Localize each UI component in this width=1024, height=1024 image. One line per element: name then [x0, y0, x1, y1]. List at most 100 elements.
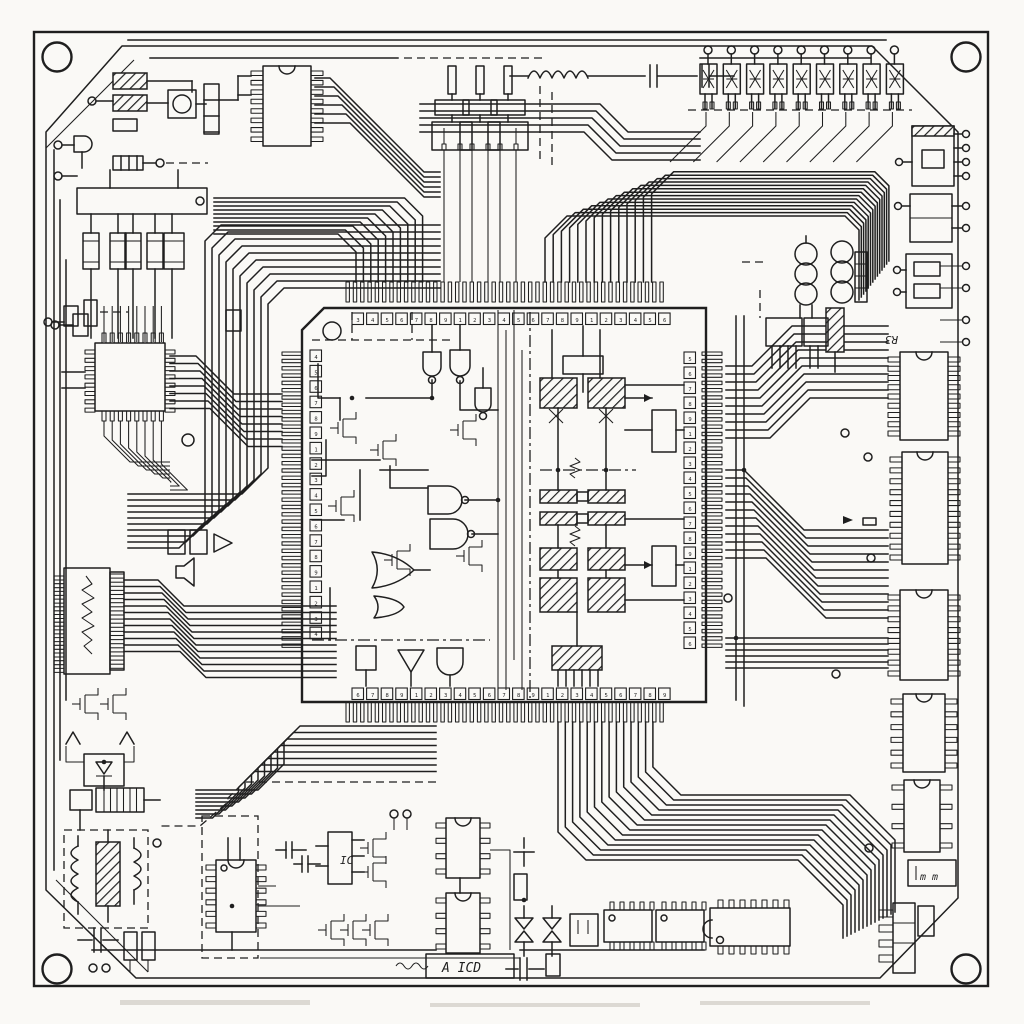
svg-text:6: 6: [619, 693, 622, 699]
bottom-dip-horizontal-1: [603, 901, 655, 951]
svg-text:4: 4: [314, 355, 318, 361]
svg-text:6: 6: [314, 524, 317, 530]
trace-bundle-left-channel: [53, 149, 67, 871]
svg-text:5: 5: [688, 492, 691, 498]
svg-text:7: 7: [634, 693, 637, 699]
svg-text:3: 3: [619, 318, 622, 324]
svg-text:3: 3: [314, 478, 317, 484]
trace-bundle-bottom-left-rings: [160, 725, 437, 827]
svg-text:5: 5: [314, 509, 317, 515]
left-qfp-ic: [50, 306, 242, 587]
trace-bundle-top-channel-right: [419, 103, 701, 161]
bottom-dip-ic-1: [205, 859, 267, 933]
svg-text:7: 7: [688, 387, 691, 393]
svg-text:9: 9: [688, 552, 691, 558]
diode-unit: [692, 45, 742, 163]
svg-text:1: 1: [314, 586, 317, 592]
svg-text:1: 1: [546, 693, 549, 699]
diode-unit: [762, 45, 811, 163]
svg-text:1: 1: [459, 318, 462, 324]
svg-text:1: 1: [415, 693, 418, 699]
svg-text:1: 1: [688, 567, 691, 573]
r3-label: R3: [885, 333, 898, 346]
stacked-coil-2: [830, 240, 868, 304]
trace-bundle-top-fan-left: [213, 197, 424, 283]
svg-text:7: 7: [688, 522, 691, 528]
diode-unit: [809, 45, 858, 163]
svg-text:9: 9: [400, 693, 403, 699]
scan-artifacts: [120, 1000, 870, 1007]
mounting-hole-1: [41, 41, 73, 73]
junction-dots: [101, 395, 747, 909]
svg-text:2: 2: [314, 601, 317, 607]
svg-text:7: 7: [502, 693, 505, 699]
svg-text:3: 3: [444, 693, 447, 699]
svg-text:2: 2: [688, 447, 691, 453]
diode-unit: [856, 45, 905, 163]
svg-text:2: 2: [429, 693, 432, 699]
svg-text:7: 7: [314, 540, 317, 546]
svg-text:8: 8: [517, 693, 520, 699]
bottom-left-components: [63, 688, 161, 973]
right-dip-column: [702, 351, 961, 974]
svg-text:5: 5: [473, 693, 476, 699]
trace-bundle-bottom-right-rainbow: [557, 721, 896, 939]
diode-row: [669, 45, 912, 163]
bottom-scribble-label: A ICD: [441, 961, 481, 976]
svg-text:8: 8: [386, 693, 389, 699]
svg-text:3: 3: [688, 597, 691, 603]
svg-text:8: 8: [688, 537, 691, 543]
svg-text:9: 9: [314, 432, 317, 438]
trace-bundle-left-dip-fan: [123, 579, 337, 679]
mounting-holes: [41, 41, 982, 985]
svg-text:4: 4: [590, 693, 594, 699]
svg-text:7: 7: [415, 318, 418, 324]
svg-text:8: 8: [648, 693, 651, 699]
bottom-right-dip-ic: [702, 899, 791, 955]
svg-text:9: 9: [663, 693, 666, 699]
svg-text:3: 3: [356, 318, 359, 324]
svg-text:2: 2: [473, 318, 476, 324]
vias: [152, 452, 876, 853]
trace-bundle-qfp-to-ic: [169, 355, 283, 448]
right-dip-ic-2: [889, 451, 961, 565]
svg-text:6: 6: [356, 693, 359, 699]
svg-text:8: 8: [561, 318, 564, 324]
right-dip-ic-3: [887, 589, 961, 681]
svg-text:6: 6: [663, 318, 666, 324]
mm-box-label: m m: [919, 872, 938, 883]
svg-text:4: 4: [371, 318, 375, 324]
crystal-1: [431, 65, 473, 282]
bottom-dip-ic-2: [435, 817, 491, 879]
trace-bundle-bottom-channel: [91, 949, 705, 959]
svg-text:7: 7: [314, 401, 317, 407]
mounting-hole-2: [950, 41, 982, 73]
svg-text:4: 4: [688, 612, 692, 618]
svg-text:5: 5: [314, 370, 317, 376]
svg-text:6: 6: [488, 693, 491, 699]
svg-text:4: 4: [502, 318, 506, 324]
svg-text:9: 9: [575, 318, 578, 324]
svg-text:1: 1: [590, 318, 593, 324]
text-labels: IC R3 A ICD m m: [340, 333, 938, 976]
left-dip-vertical: [53, 567, 125, 675]
svg-text:2: 2: [561, 693, 564, 699]
diode-unit: [739, 45, 788, 163]
svg-text:3: 3: [314, 617, 317, 623]
top-left-dip-group: [250, 65, 324, 147]
top-middle-components: [431, 64, 735, 282]
svg-text:2: 2: [314, 463, 317, 469]
svg-text:5: 5: [648, 318, 651, 324]
svg-text:7: 7: [546, 318, 549, 324]
svg-text:7: 7: [371, 693, 374, 699]
svg-text:4: 4: [314, 632, 318, 638]
logic-gates: [311, 324, 604, 687]
hatched-block-array: [539, 377, 626, 671]
svg-text:6: 6: [688, 372, 691, 378]
svg-text:8: 8: [314, 555, 317, 561]
svg-text:9: 9: [688, 417, 691, 423]
diode-unit: [786, 45, 835, 163]
top-left-dip-ic: [250, 65, 324, 147]
